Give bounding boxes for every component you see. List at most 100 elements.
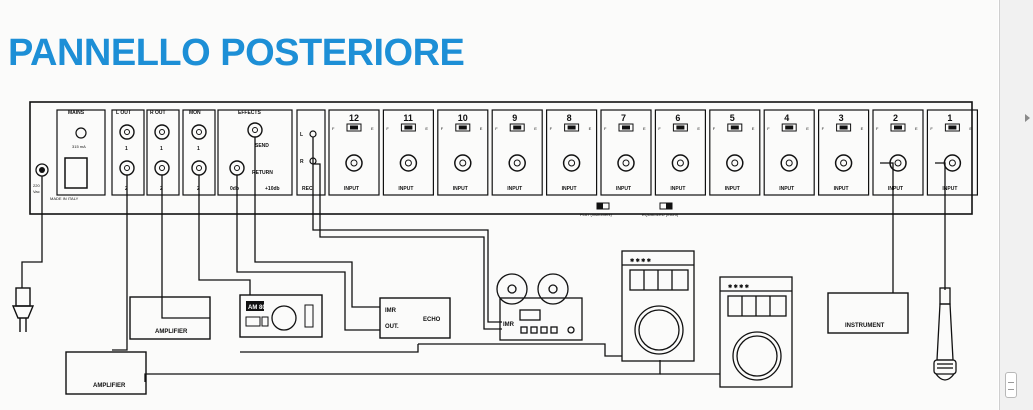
lout-section bbox=[111, 109, 145, 196]
send-jack-icon bbox=[247, 122, 263, 138]
echo-imr-label: IMR bbox=[385, 308, 397, 314]
channel-9-input-label: INPUT bbox=[507, 186, 522, 192]
echo-box bbox=[379, 297, 451, 339]
channel-6-number: 6 bbox=[675, 113, 680, 123]
channel-7-section bbox=[600, 109, 652, 196]
channel-2-input-label: INPUT bbox=[888, 186, 903, 192]
channel-4-switch-f-label: F bbox=[767, 126, 770, 131]
channel-7-switch-f-label: F bbox=[604, 126, 607, 131]
channel-8-input-jack-icon bbox=[562, 154, 581, 172]
channel-3-switch-knob bbox=[839, 125, 848, 130]
channel-12-section bbox=[328, 109, 380, 196]
channel-11-number: 11 bbox=[403, 113, 413, 123]
return-jack-icon bbox=[229, 160, 245, 176]
channel-1-switch-icon bbox=[944, 123, 960, 132]
channel-7-switch-knob bbox=[622, 125, 630, 130]
channel-12-number: 12 bbox=[349, 113, 359, 123]
channel-2-section bbox=[872, 109, 924, 196]
channel-9-input-jack-core bbox=[513, 159, 521, 167]
channel-7-input-jack-core bbox=[622, 159, 630, 167]
rout-jack-2-icon bbox=[154, 160, 170, 176]
channel-9-number: 9 bbox=[512, 113, 517, 123]
channel-5-switch-icon bbox=[727, 123, 743, 132]
channel-12-switch-f-label: F bbox=[332, 126, 335, 131]
amplifier-2-label: AMPLIFIER bbox=[93, 383, 126, 389]
channel-11-input-jack-core bbox=[404, 159, 412, 167]
channel-4-switch-icon bbox=[781, 123, 797, 132]
tape-recorder-device bbox=[496, 273, 583, 341]
rear-panel bbox=[29, 101, 973, 215]
channel-1-input-label: INPUT bbox=[942, 186, 957, 192]
channel-3-switch-f-label: F bbox=[822, 126, 825, 131]
channel-10-number: 10 bbox=[458, 113, 468, 123]
mon-jack-1-icon bbox=[191, 124, 207, 140]
legend-eq-label: EQUALIZED (micro) bbox=[642, 212, 679, 217]
fuse-icon bbox=[75, 127, 87, 139]
am80-device bbox=[239, 294, 323, 338]
channel-6-input-jack-icon bbox=[671, 154, 690, 172]
made-label: MADE IN ITALY bbox=[50, 196, 79, 201]
channel-11-switch-knob bbox=[404, 125, 413, 130]
channel-8-number: 8 bbox=[567, 113, 572, 123]
scroll-right-arrow-icon[interactable] bbox=[1025, 114, 1030, 122]
rout-jack-1-label: 1 bbox=[160, 146, 163, 152]
channel-2-switch-icon bbox=[890, 123, 906, 132]
channel-4-switch-knob bbox=[785, 125, 794, 130]
mon-jack-2-icon bbox=[191, 160, 207, 176]
lout-jack-1-label: 1 bbox=[125, 146, 128, 152]
channel-7-input-label: INPUT bbox=[616, 186, 631, 192]
mains-switch-icon bbox=[64, 157, 88, 189]
channel-1-section bbox=[926, 109, 979, 196]
channel-2-switch-f-label: F bbox=[876, 126, 879, 131]
lout-label: L OUT bbox=[116, 110, 131, 116]
scrollbar-thumb[interactable] bbox=[1005, 372, 1017, 398]
channel-12-input-label: INPUT bbox=[344, 186, 359, 192]
mains-label: MAINS bbox=[68, 110, 85, 116]
voltage-label: 220 bbox=[33, 183, 40, 188]
channel-1-input-jack-icon bbox=[943, 154, 962, 172]
channel-11-section bbox=[382, 109, 434, 196]
scrollbar-grip-icon bbox=[1008, 382, 1014, 390]
fuse-label: 315 mA bbox=[72, 144, 86, 149]
channel-6-input-label: INPUT bbox=[670, 186, 685, 192]
channel-3-switch-icon bbox=[836, 123, 852, 132]
channel-2-switch-knob bbox=[894, 125, 902, 130]
amp-cabinet-1-knobs: ✱ ✱ ✱ ✱ bbox=[630, 258, 652, 264]
channel-10-switch-icon bbox=[455, 123, 471, 132]
instrument-box bbox=[827, 292, 909, 334]
amp-cabinet-1 bbox=[621, 250, 695, 362]
send-label: SEND bbox=[255, 143, 269, 149]
channel-12-switch-icon bbox=[346, 123, 362, 132]
channel-8-switch-e-label: E bbox=[589, 126, 592, 131]
voltage-unit-label: Vac bbox=[33, 189, 40, 194]
channel-5-switch-f-label: F bbox=[713, 126, 716, 131]
channel-3-input-jack-core bbox=[840, 159, 848, 167]
amp-cabinet-2 bbox=[719, 276, 793, 388]
page-title: PANNELLO POSTERIORE bbox=[8, 32, 465, 74]
channel-7-switch-icon bbox=[618, 123, 634, 132]
channel-10-switch-e-label: E bbox=[480, 126, 483, 131]
channel-1-input-jack-core bbox=[948, 159, 956, 167]
amplifier-2-box bbox=[65, 351, 147, 395]
vertical-scrollbar[interactable] bbox=[999, 0, 1033, 410]
channel-4-section bbox=[763, 109, 815, 196]
channel-4-input-jack-core bbox=[785, 159, 793, 167]
rec-l-label: L bbox=[300, 132, 303, 138]
microphone-icon bbox=[933, 287, 957, 381]
channel-10-switch-f-label: F bbox=[441, 126, 444, 131]
channel-11-switch-e-label: E bbox=[425, 126, 428, 131]
channel-6-switch-f-label: F bbox=[658, 126, 661, 131]
channel-7-input-jack-icon bbox=[617, 154, 635, 172]
channel-11-input-jack-icon bbox=[399, 154, 418, 172]
channel-5-switch-e-label: E bbox=[752, 126, 755, 131]
channel-5-section bbox=[709, 109, 761, 196]
channel-1-switch-f-label: F bbox=[930, 126, 933, 131]
rout-section bbox=[146, 109, 180, 196]
channel-4-input-label: INPUT bbox=[779, 186, 794, 192]
instrument-label: INSTRUMENT bbox=[845, 323, 885, 329]
channel-6-switch-e-label: E bbox=[697, 126, 700, 131]
channel-8-switch-knob bbox=[567, 125, 576, 130]
channel-11-switch-icon bbox=[400, 123, 416, 132]
echo-label: ECHO bbox=[423, 317, 441, 323]
channel-10-section bbox=[437, 109, 489, 196]
